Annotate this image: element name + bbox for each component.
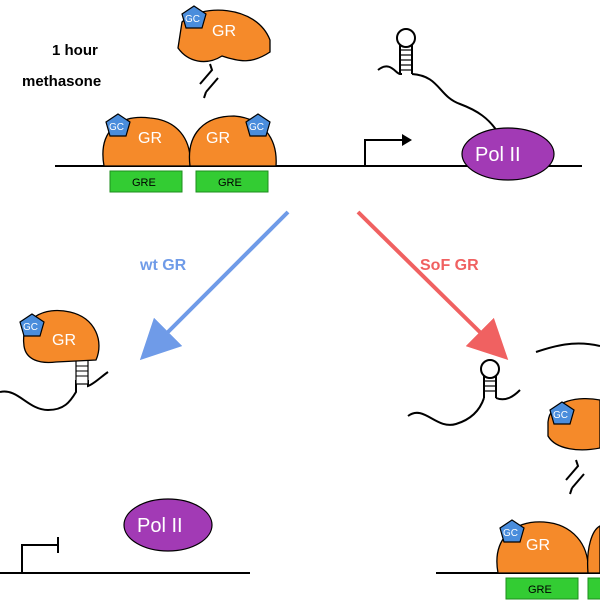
gre-box-bottom-1 (505, 577, 579, 600)
free-gc-label-bottom-right: GC (553, 410, 568, 421)
wt-gr-arrow (139, 210, 290, 361)
treatment-label-line1: 1 hour (52, 42, 98, 59)
free-gr-complex: GR GC (177, 5, 271, 63)
wt-gr-label: wt GR (139, 257, 187, 274)
pol-ii-top (461, 127, 555, 181)
equilibrium-arrows-bottom (565, 459, 585, 495)
rna-gr-label-left: GR (52, 332, 76, 349)
bound-gc-label-1: GC (109, 122, 124, 133)
gre-label-top-1: GRE (132, 177, 156, 189)
bound-gr-bottom-right: GR GC (496, 519, 600, 574)
rna-gc-label-left: GC (23, 322, 38, 333)
gre-label-top-2: GRE (218, 177, 242, 189)
free-gc-label: GC (185, 14, 200, 25)
tss-arrowhead-top (402, 134, 412, 146)
bound-gc-ligand-1 (105, 113, 131, 137)
pol-ii-label-bottom-left: Pol II (137, 515, 183, 537)
bound-gc-label-2: GC (249, 122, 264, 133)
bound-gr-1-top: GR GC (102, 113, 191, 167)
bound-gr-2-top: GR GC (188, 113, 277, 167)
gre-box-top-2 (195, 170, 269, 193)
tss-arrow-top (364, 139, 402, 166)
bound-gc-label-bottom: GC (503, 528, 518, 539)
sof-gr-arrow (356, 210, 509, 361)
bound-gr-2-label: GR (206, 130, 230, 147)
pol-ii-bottom-left (123, 498, 213, 552)
gre-box-bottom-2 (587, 577, 600, 600)
tss-blocked-left (21, 544, 58, 573)
pol-ii-label-top: Pol II (475, 144, 521, 166)
sof-gr-label: SoF GR (420, 257, 479, 274)
free-gr-label: GR (212, 23, 236, 40)
free-gc-ligand (181, 5, 207, 29)
rna-bound-gr-left: GR GC (0, 309, 109, 412)
gre-box-top-1 (109, 170, 183, 193)
gre-label-bottom-1: GRE (528, 584, 552, 596)
bound-gc-ligand-2 (245, 113, 271, 137)
free-gr-bottom-right: GC (547, 397, 600, 451)
bound-gr-1-label: GR (138, 130, 162, 147)
rna-hairpin-bottom-right (407, 342, 600, 426)
rna-hairpin-top (377, 28, 501, 137)
treatment-label-line2: methasone (22, 73, 101, 90)
bound-gr-label-bottom: GR (526, 537, 550, 554)
equilibrium-arrows-top (199, 63, 219, 99)
